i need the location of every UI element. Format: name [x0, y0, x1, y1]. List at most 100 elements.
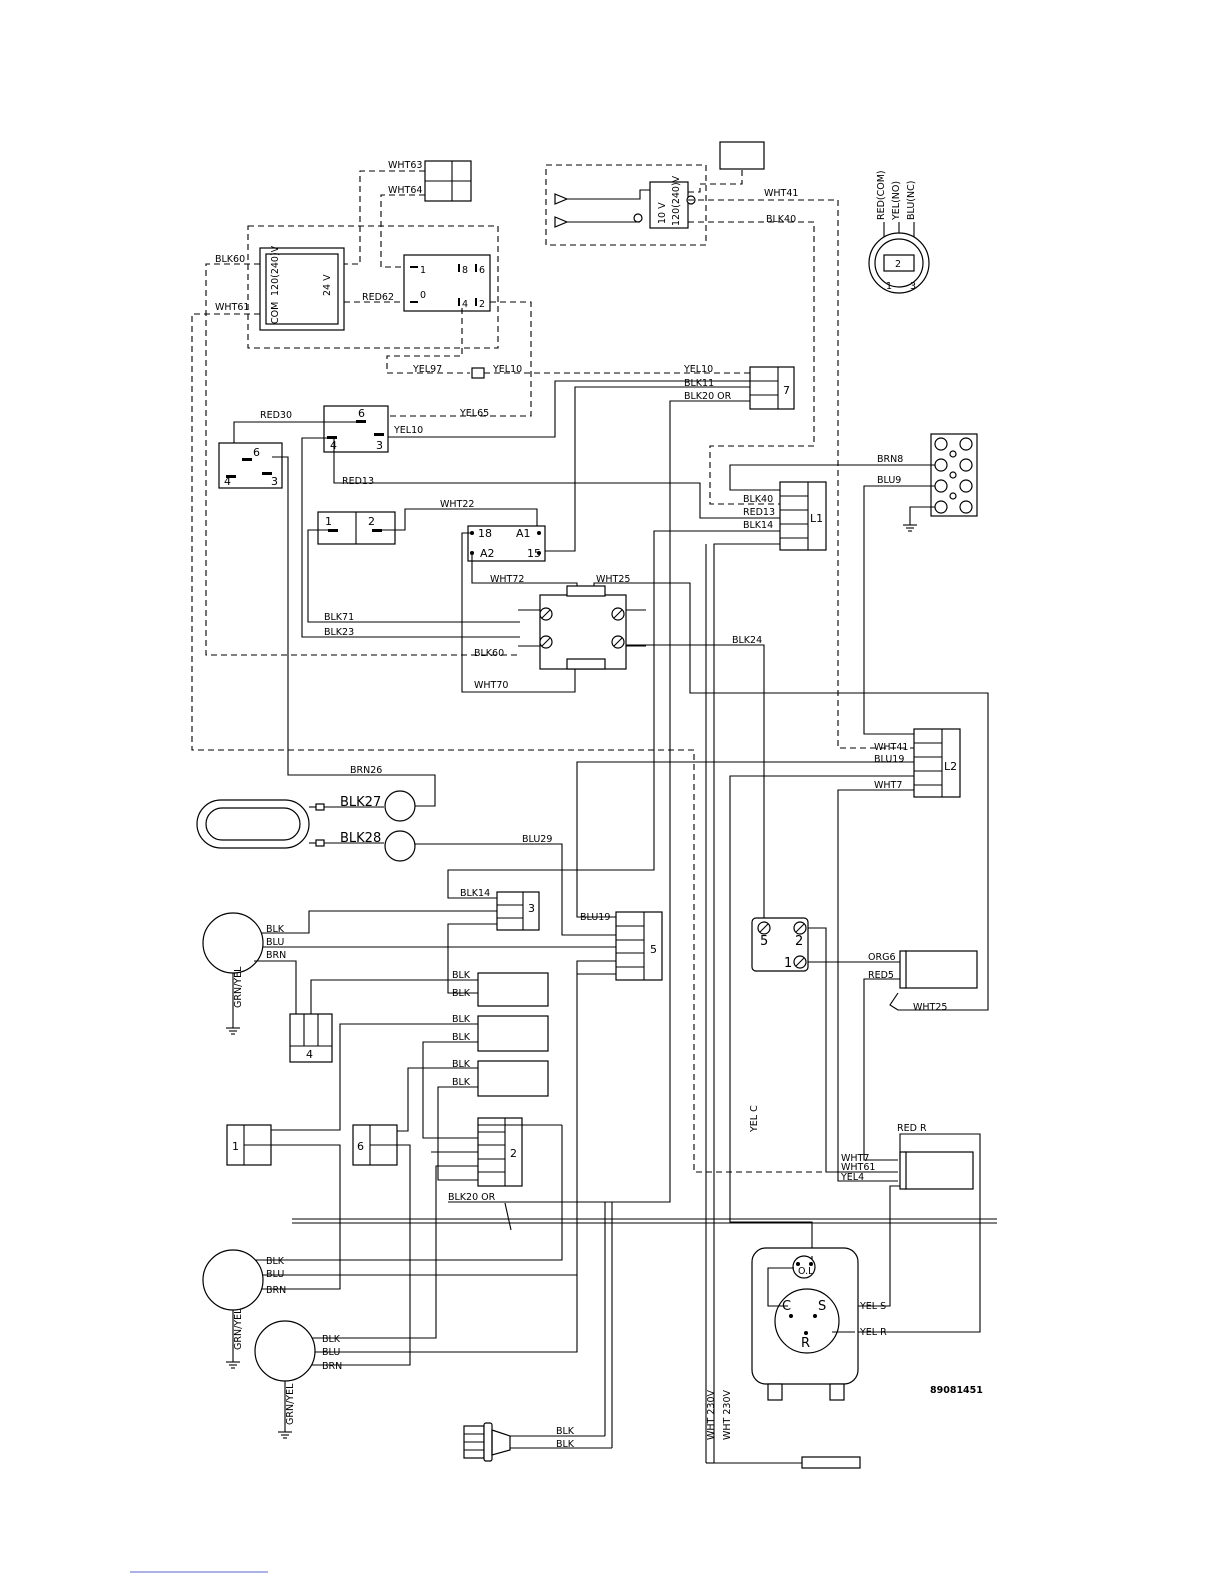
connector-2: 2	[477, 1117, 523, 1187]
label-wht41-l2: WHT41	[874, 742, 908, 753]
connector-6-label: 6	[357, 1140, 364, 1153]
contactor-a2: A2	[480, 547, 495, 560]
connector-3: 3	[496, 891, 540, 931]
contactor-t18: 18	[478, 527, 492, 540]
wire-con6-blk	[397, 1067, 478, 1132]
label-m2-gnd: GRN/YEL	[233, 1308, 244, 1350]
load-box-3	[477, 1060, 549, 1097]
wire-blk60	[205, 263, 517, 656]
load-box-2	[477, 1015, 549, 1052]
label-blk60-mid: BLK60	[474, 648, 504, 659]
inline-fuse-icon	[471, 367, 485, 379]
wire-blk24	[626, 644, 765, 932]
wire-yel-s	[832, 1185, 900, 1307]
module-outline	[545, 164, 707, 246]
thermostat-body	[868, 232, 930, 294]
wire-blu29	[415, 843, 616, 936]
compressor: O.L C S R	[751, 1247, 859, 1401]
control-terminal-2: 2	[795, 934, 803, 949]
connector-wht63-wht64	[424, 160, 472, 202]
module-transformer	[649, 181, 689, 229]
compressor-terminal-r: R	[801, 1336, 810, 1351]
label-blu19-l2: BLU19	[874, 754, 904, 765]
wire-m1-brn	[254, 960, 297, 1014]
defrost-heater	[196, 799, 325, 849]
wire-yel4	[808, 927, 898, 1173]
transformer-primary-label: 120(240)V	[270, 245, 281, 296]
cabinet-divider	[292, 1218, 997, 1224]
label-yel10-a: YEL10	[492, 364, 522, 375]
wire-m2-blk	[254, 1125, 563, 1261]
label-red13-l1: RED13	[743, 507, 775, 518]
temperature-control: 5 2 1	[751, 917, 809, 972]
label-blk40-l1: BLK40	[743, 494, 773, 505]
overload-label: O.L	[798, 1266, 814, 1277]
connector-3-label: 3	[528, 902, 535, 915]
connector-1: 1	[226, 1124, 272, 1166]
wire-wht7	[837, 789, 914, 1182]
wire-wht70	[461, 532, 576, 693]
lamp-tube	[801, 1456, 861, 1469]
wire-brn8	[729, 464, 935, 491]
wire-yelc	[729, 775, 914, 1259]
ground-lead	[909, 506, 935, 525]
run-capacitor	[899, 950, 978, 989]
control-terminal-5: 5	[760, 934, 768, 949]
fan-motor-3	[254, 1320, 316, 1382]
label-m2-blu: BLU	[266, 1269, 284, 1280]
switch-643-t6: 6	[358, 407, 365, 420]
thermal-fuse-1	[384, 790, 416, 822]
label-plug-blk2: BLK	[556, 1439, 575, 1450]
fan-motor-2	[202, 1249, 264, 1311]
wire-wht61	[191, 313, 898, 1173]
label-wht72: WHT72	[490, 574, 524, 585]
connector-L2: L2	[913, 728, 961, 798]
label-wht61-c: WHT61	[841, 1162, 875, 1173]
wire-red13	[333, 438, 780, 519]
label-blk28: BLK28	[340, 831, 381, 846]
thermostat: RED(COM) YEL(NO) BLU(NC) 2 1 3	[868, 170, 930, 294]
switch-contact	[475, 264, 477, 272]
transformer-secondary-label: 24 V	[322, 274, 333, 296]
switch-643: 6 4 3	[323, 405, 389, 453]
label-yel10-b: YEL10	[683, 364, 713, 375]
label-m2-blk: BLK	[266, 1256, 285, 1267]
switch-terminal-1: 1	[420, 265, 426, 276]
switch-terminal-4: 4	[462, 299, 468, 310]
fan-motor-1	[202, 912, 264, 974]
label-blk40-top: BLK40	[766, 214, 796, 225]
switch-1-2: 1 2	[317, 511, 396, 545]
switch-contact	[458, 264, 460, 272]
wire-blk40	[688, 221, 815, 505]
wire-m3-blu	[306, 1275, 578, 1353]
module-dashed-lead	[688, 169, 743, 193]
connector-1-label: 1	[232, 1140, 239, 1153]
label-blk11: BLK11	[684, 378, 714, 389]
label-red5: RED5	[868, 970, 894, 981]
label-red-r: RED R	[897, 1123, 927, 1134]
label-brn26: BRN26	[350, 765, 382, 776]
wire-blk71	[307, 529, 520, 623]
contactor-t15: 15	[527, 547, 541, 560]
thermostat-terminal-1: 1	[886, 281, 892, 292]
label-wht22: WHT22	[440, 499, 474, 510]
ground-icon	[903, 524, 917, 532]
label-yel65: YEL65	[459, 408, 489, 419]
label-yel97: YEL97	[412, 364, 442, 375]
switch-contact	[410, 301, 418, 303]
ground-icon	[226, 1361, 240, 1369]
wire-m3-brn	[306, 1144, 411, 1366]
wire-yel10-mid	[380, 380, 750, 438]
label-m1-blk: BLK	[266, 924, 285, 935]
arrow-left-icon	[554, 193, 569, 205]
label-blk-1: BLK	[452, 970, 471, 981]
label-wht61: WHT61	[215, 302, 249, 313]
wire-blu9	[863, 485, 935, 735]
thermostat-com-label: RED(COM)	[876, 170, 887, 220]
wire-red5	[863, 978, 905, 1161]
thermostat-no-label: YEL(NO)	[891, 181, 902, 221]
switch-terminal-0: 0	[420, 290, 426, 301]
wire-wht230-a	[713, 543, 860, 1464]
wire-load3-blk	[437, 1086, 478, 1181]
